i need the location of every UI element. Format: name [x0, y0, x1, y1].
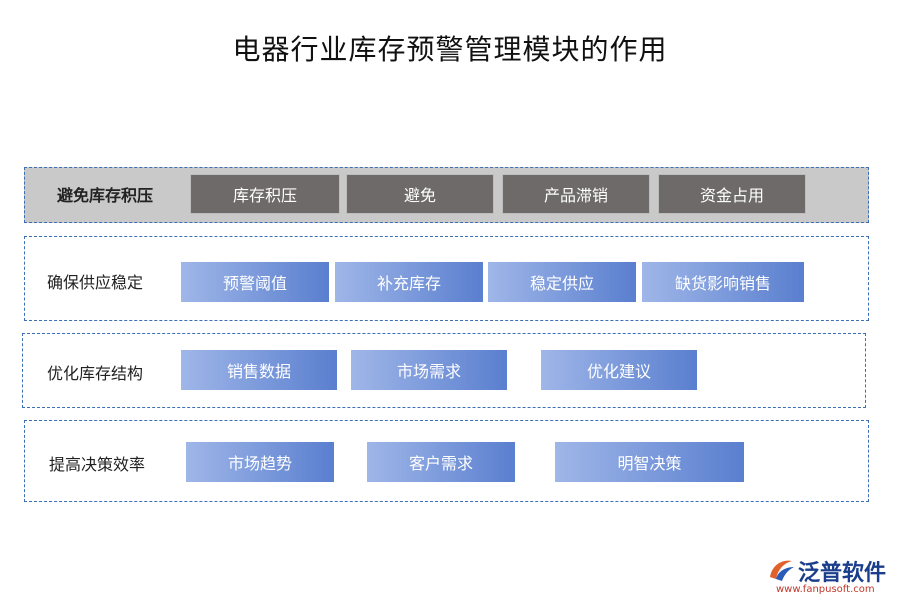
node-chip: 市场需求 — [351, 350, 507, 390]
node-chip: 避免 — [346, 174, 494, 214]
node-chip: 市场趋势 — [186, 442, 334, 482]
logo-url: www.fanpusoft.com — [776, 584, 875, 595]
row-label: 提高决策效率 — [49, 455, 146, 474]
row-label: 优化库存结构 — [47, 364, 144, 383]
fanpu-logo-icon — [770, 560, 794, 581]
row-label: 避免库存积压 — [57, 186, 154, 205]
row-label: 确保供应稳定 — [47, 273, 144, 292]
node-chip: 补充库存 — [335, 262, 483, 302]
node-chip: 库存积压 — [190, 174, 340, 214]
node-chip: 客户需求 — [367, 442, 515, 482]
node-chip: 明智决策 — [555, 442, 744, 482]
node-chip: 优化建议 — [541, 350, 697, 390]
node-chip: 缺货影响销售 — [642, 262, 804, 302]
node-chip: 资金占用 — [658, 174, 806, 214]
row-avoid-overstock: 避免库存积压 库存积压 避免 产品滞销 资金占用 — [24, 167, 869, 223]
node-chip: 预警阈值 — [181, 262, 329, 302]
node-chip: 稳定供应 — [488, 262, 636, 302]
logo-name: 泛普软件 — [798, 561, 887, 586]
node-chip: 销售数据 — [181, 350, 337, 390]
node-chip: 产品滞销 — [502, 174, 650, 214]
diagram-title: 电器行业库存预警管理模块的作用 — [232, 33, 668, 66]
row-improve-decisions: 提高决策效率 市场趋势 客户需求 明智决策 — [24, 420, 869, 502]
row-ensure-supply: 确保供应稳定 预警阈值 补充库存 稳定供应 缺货影响销售 — [24, 236, 869, 321]
fanpu-logo: 泛普软件 www.fanpusoft.com — [766, 555, 896, 595]
row-optimize-structure: 优化库存结构 销售数据 市场需求 优化建议 — [22, 333, 866, 408]
